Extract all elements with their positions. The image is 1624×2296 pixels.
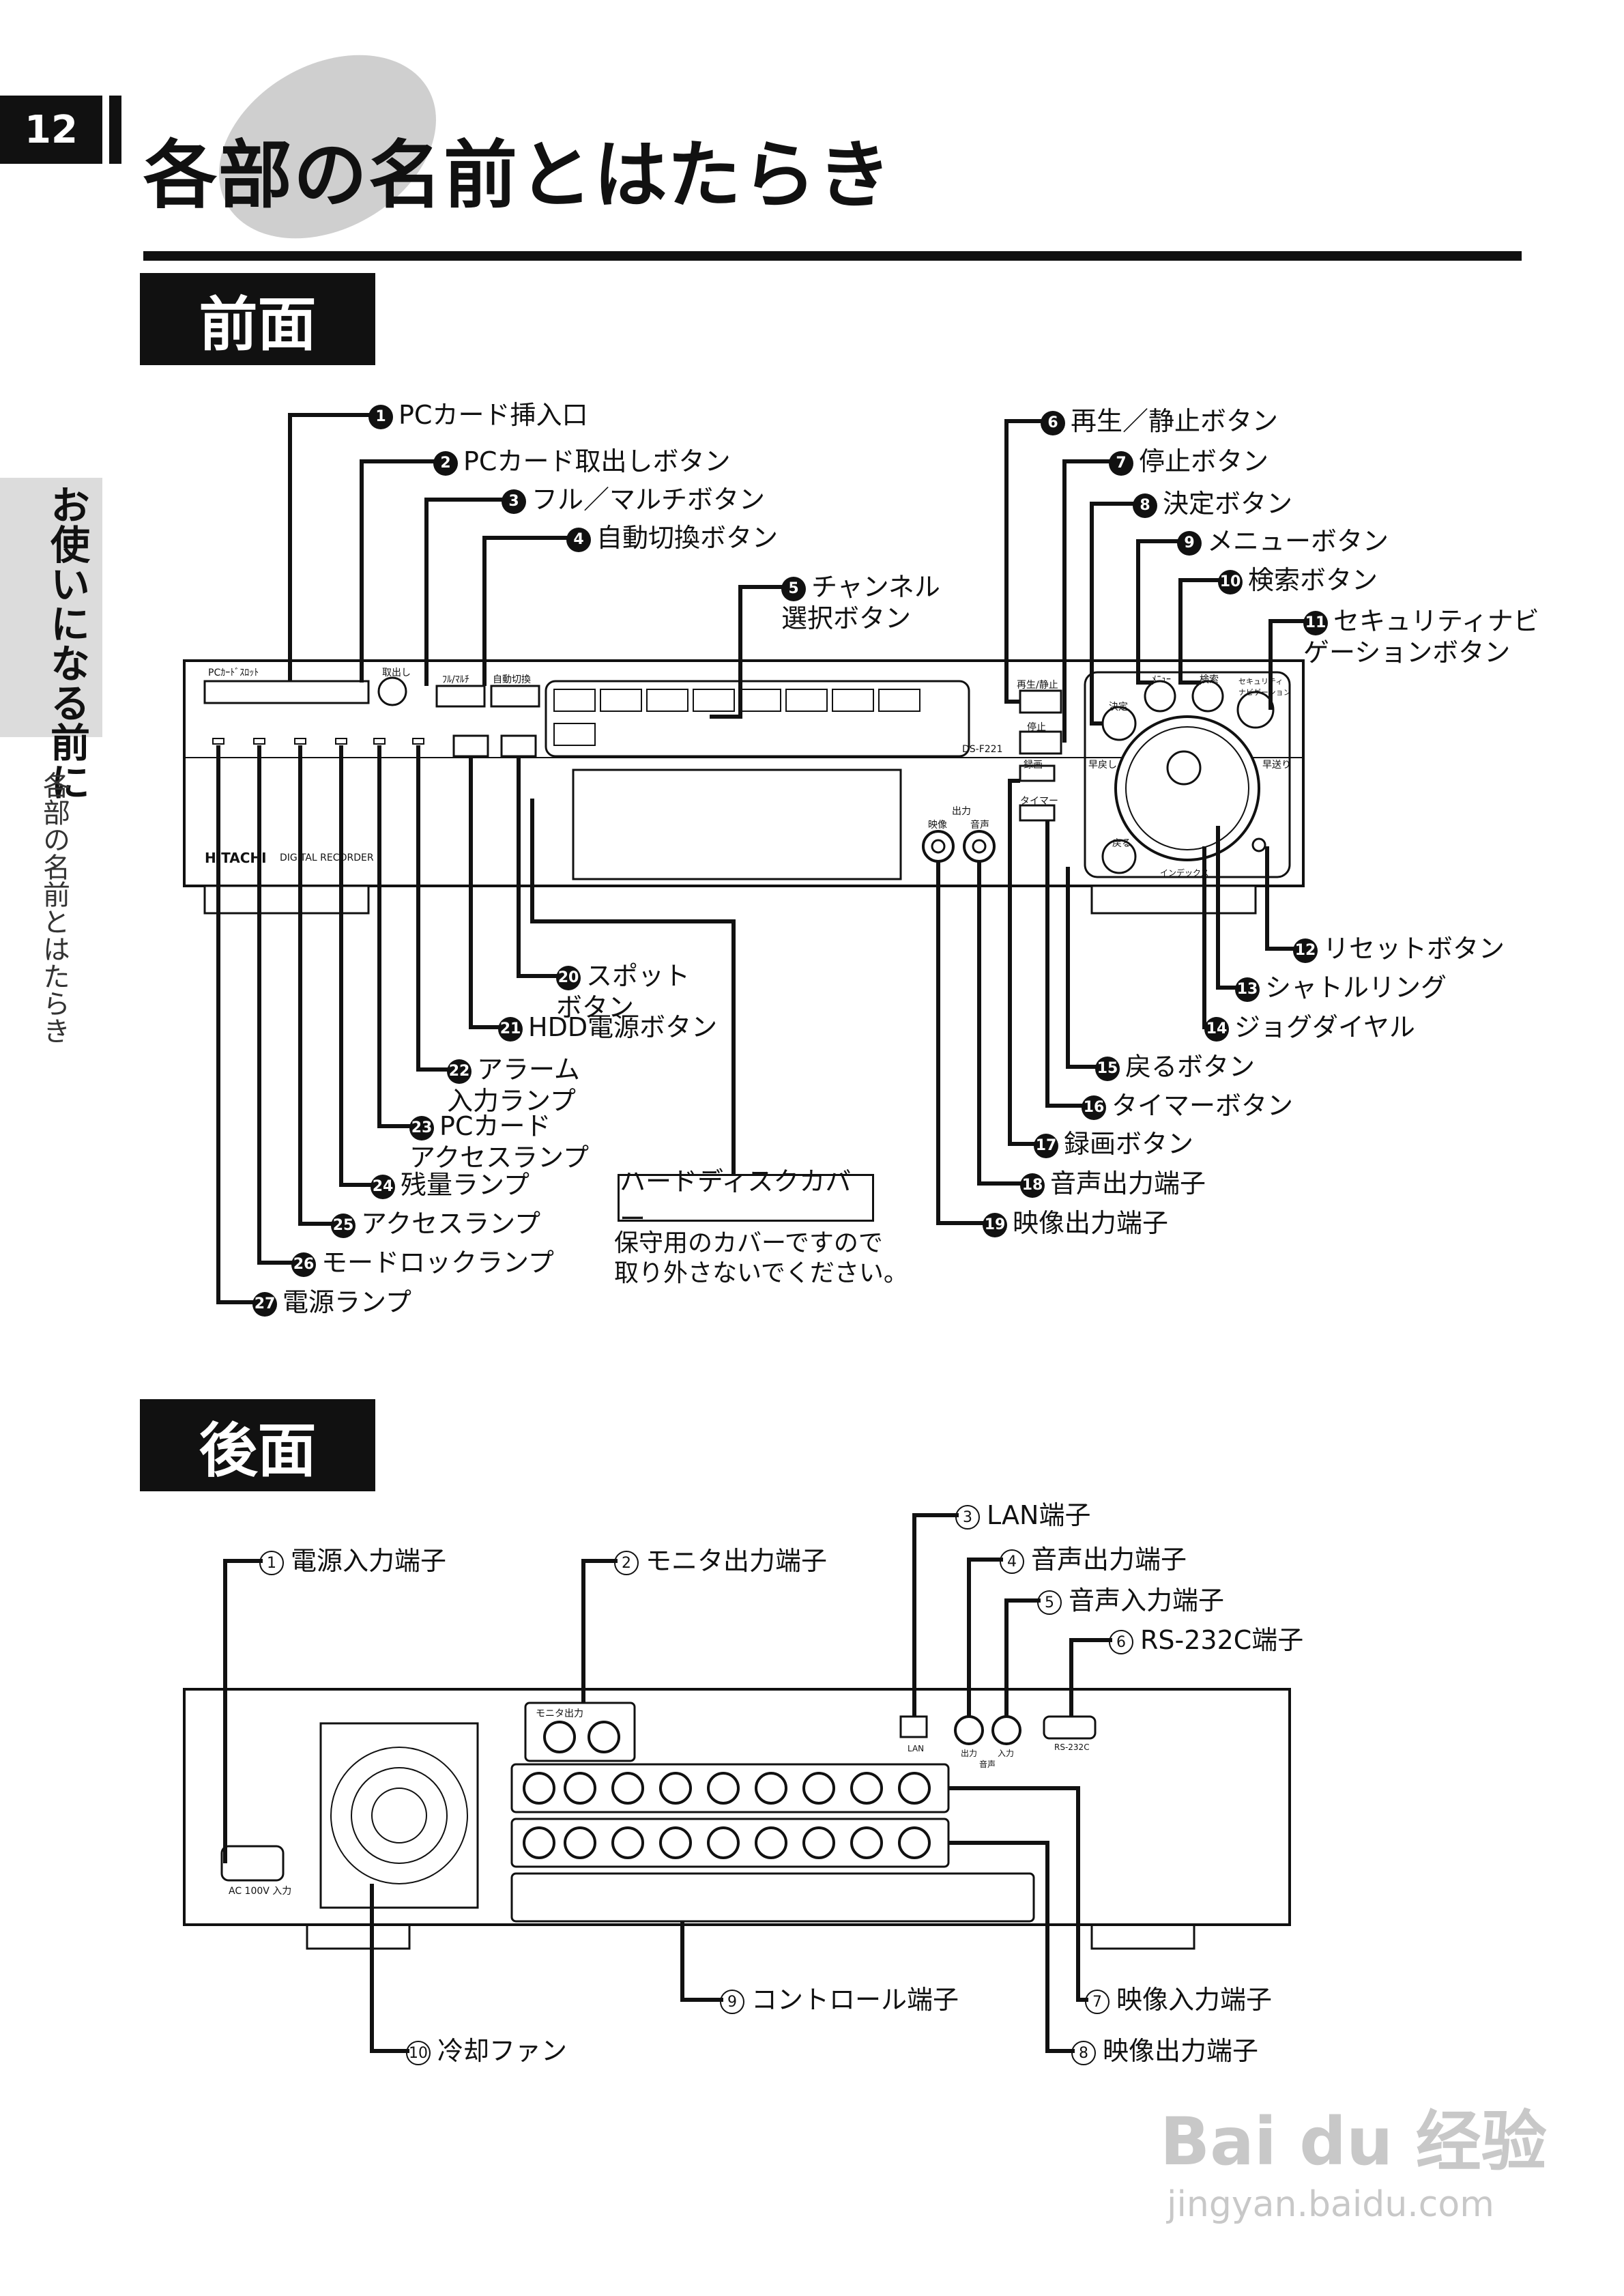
rs232c-text: RS-232C xyxy=(1054,1742,1090,1752)
front-heading: 前面 xyxy=(140,273,375,365)
side-tab-label: お使いになる前に xyxy=(44,485,90,801)
rew-text: 早戻し xyxy=(1088,760,1117,771)
enter-text: 決定 xyxy=(1109,702,1128,713)
recorder-text: DIGITAL RECORDER xyxy=(280,852,374,863)
title-rule xyxy=(143,251,1522,261)
monitor-out-text: モニタ出力 xyxy=(536,1708,583,1719)
eject-text: 取出し xyxy=(382,668,411,678)
full-multi-text: ﾌﾙ/ﾏﾙﾁ xyxy=(442,674,469,685)
page-number-bar xyxy=(109,96,121,164)
brand-logo: HITACHI xyxy=(205,850,267,866)
audio-out-text: 音声 xyxy=(970,820,989,831)
front-leaders xyxy=(216,413,1307,1304)
ac-input-text: AC 100V 入力 xyxy=(229,1886,292,1897)
pc-card-slot-text: PCｶｰﾄﾞｽﾛｯﾄ xyxy=(208,668,259,678)
ff-text: 早送り xyxy=(1262,760,1291,771)
rear-device xyxy=(183,1688,1291,1950)
stop-text: 停止 xyxy=(1027,722,1046,733)
back-text: 戻る xyxy=(1112,838,1131,849)
hdd-cover-note: 保守用のカバーですので 取り外さないでください。 xyxy=(614,1229,908,1287)
index-text: インデックス xyxy=(1160,868,1209,878)
baidu-watermark: Bai du 经验 xyxy=(1160,2104,1547,2180)
side-subtitle: 各部の名前とはたらき xyxy=(38,771,70,1044)
hdd-cover-label: ハードディスクカバー xyxy=(618,1166,874,1234)
title-ellipse-decor xyxy=(219,55,436,239)
front-device xyxy=(183,659,1305,915)
audio-rear-text: 音声 xyxy=(979,1760,996,1769)
audio-out-rear-text: 出力 xyxy=(961,1749,978,1758)
rec-text: 録画 xyxy=(1024,760,1043,771)
page-number: 12 xyxy=(0,96,102,164)
audio-in-rear-text: 入力 xyxy=(998,1749,1015,1758)
out-text: 出力 xyxy=(952,806,971,817)
play-text: 再生/静止 xyxy=(1017,680,1058,691)
auto-switch-text: 自動切換 xyxy=(493,674,531,685)
baidu-watermark-url: jingyan.baidu.com xyxy=(1167,2184,1494,2225)
menu-text: ﾒﾆｭｰ xyxy=(1152,674,1171,685)
page-title: 各部の名前とはたらき xyxy=(143,133,893,218)
secnav-text: セキュリティ ナビゲーション xyxy=(1238,677,1291,697)
rear-leaders xyxy=(223,1513,1112,2053)
model-text: DS-F221 xyxy=(962,744,1003,755)
side-tab xyxy=(0,478,102,737)
video-out-text: 映像 xyxy=(928,820,947,831)
lan-text: LAN xyxy=(908,1744,925,1753)
search-text: 検索 xyxy=(1200,674,1219,685)
timer-text: タイマー xyxy=(1020,796,1058,807)
rear-heading: 後面 xyxy=(140,1399,375,1491)
